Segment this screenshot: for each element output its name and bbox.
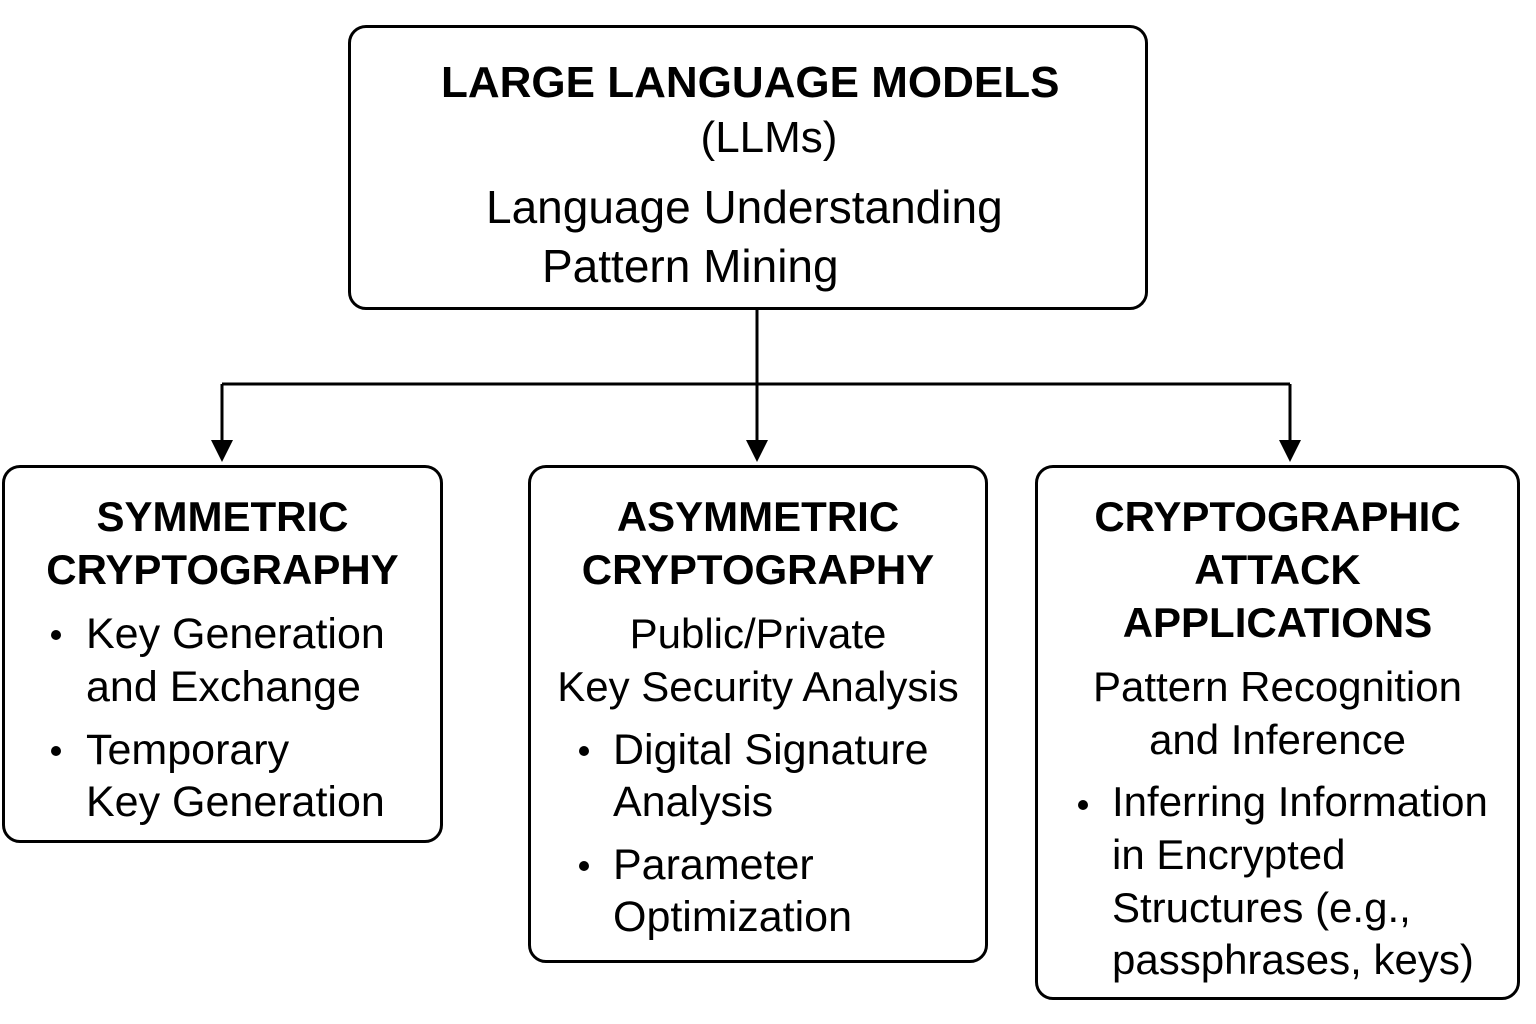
symmetric-bullet2-line1: Temporary: [86, 726, 290, 774]
attack-bullet1-line3: Structures (e.g.,: [1112, 884, 1411, 931]
asymmetric-cryptography-box: ASYMMETRIC CRYPTOGRAPHY Public/Private K…: [528, 465, 988, 963]
asymmetric-subtitle-line2: Key Security Analysis: [557, 663, 959, 710]
attack-bullet1-line4: passphrases, keys): [1112, 936, 1474, 983]
symmetric-bullet2-line2: Key Generation: [86, 778, 385, 826]
asymmetric-title-line2: CRYPTOGRAPHY: [581, 546, 935, 593]
bullet-dot: [51, 630, 61, 640]
root-capability-pattern: Pattern Mining: [542, 240, 839, 292]
arrowhead-right: [1279, 440, 1301, 462]
attack-bullet1-line1: Inferring Information: [1112, 778, 1488, 825]
asymmetric-bullet2-line1: Parameter: [613, 841, 814, 889]
asymmetric-bullet1-line2: Analysis: [613, 778, 774, 826]
symmetric-title-line1: SYMMETRIC: [96, 493, 349, 540]
attack-title-line3: APPLICATIONS: [1122, 599, 1433, 646]
symmetric-cryptography-box: SYMMETRIC CRYPTOGRAPHY Key Generation an…: [2, 465, 443, 843]
symmetric-title-line2: CRYPTOGRAPHY: [46, 546, 399, 593]
asymmetric-title-line1: ASYMMETRIC: [616, 493, 900, 540]
bullet-dot: [579, 746, 589, 756]
asymmetric-bullet1-line1: Digital Signature: [613, 726, 929, 774]
asymmetric-bullet2-line2: Optimization: [613, 893, 852, 941]
attack-subtitle-line2: and Inference: [1149, 716, 1406, 763]
attack-title-line1: CRYPTOGRAPHIC: [1094, 493, 1461, 540]
symmetric-bullet1-line2: and Exchange: [86, 663, 361, 711]
root-capability-language: Language Understanding: [486, 181, 1003, 233]
bullet-dot: [1078, 800, 1088, 810]
asymmetric-subtitle-line1: Public/Private: [629, 610, 887, 657]
bullet-dot: [579, 861, 589, 871]
llm-root-box: LARGE LANGUAGE MODELS (LLMs) Language Un…: [348, 25, 1148, 310]
attack-subtitle-line1: Pattern Recognition: [1093, 663, 1462, 710]
arrowhead-center: [746, 440, 768, 462]
root-title-line1: LARGE LANGUAGE MODELS: [441, 58, 1060, 107]
arrowhead-left: [211, 440, 233, 462]
bullet-dot: [51, 746, 61, 756]
root-title-line2: (LLMs): [700, 113, 838, 162]
attack-bullet1-line2: in Encrypted: [1112, 831, 1346, 878]
cryptographic-attack-applications-box: CRYPTOGRAPHIC ATTACK APPLICATIONS Patter…: [1035, 465, 1520, 1000]
symmetric-bullet1-line1: Key Generation: [86, 610, 385, 658]
attack-title-line2: ATTACK: [1194, 546, 1361, 593]
